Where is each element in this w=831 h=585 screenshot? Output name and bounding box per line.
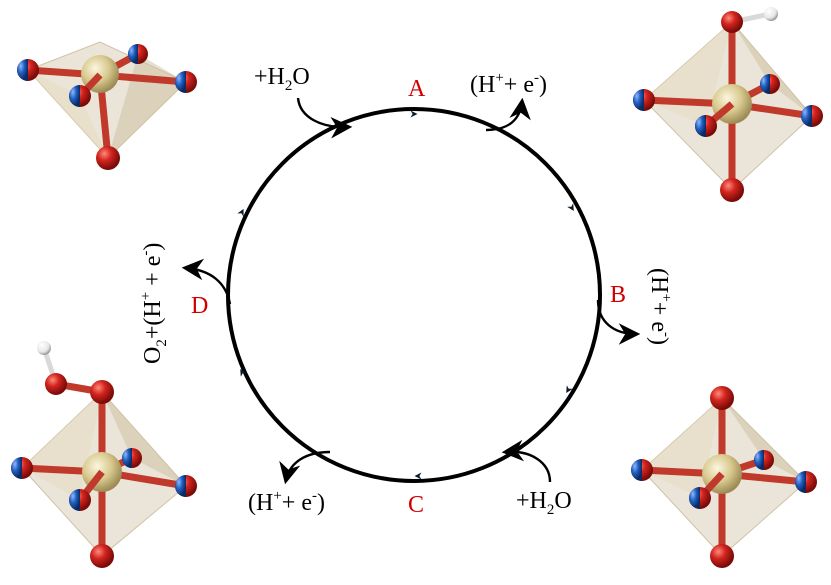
hydrogen-atom	[764, 7, 778, 21]
step-label-a: A	[408, 76, 426, 102]
structure-top-left	[17, 41, 197, 170]
arrow-out-bottom	[279, 450, 331, 485]
oxygen-atom	[710, 386, 734, 410]
reactant-h2o-top: +H2O	[254, 64, 310, 94]
step-label-c: C	[408, 492, 424, 518]
structure-bottom-right	[631, 386, 817, 568]
reactant-h2o-bottom: +H2O	[516, 488, 572, 518]
cycle	[226, 107, 602, 483]
product-proton-electron-bottom: (H++ e-)	[248, 488, 325, 516]
arrow-out-top	[485, 97, 531, 132]
step-label-b: B	[610, 282, 626, 308]
branch-arrows	[181, 97, 641, 485]
oxygen-atom	[96, 146, 120, 170]
hydrogen-atom	[37, 341, 51, 355]
arrow-out-right	[596, 299, 641, 345]
cycle-arrow-right-upper	[567, 203, 574, 212]
arrow-h2o-in-bottom	[501, 439, 552, 483]
structure-top-right	[633, 7, 823, 202]
product-proton-electron-top: (H++ e-)	[470, 70, 547, 98]
product-oxygen-proton-electron-left: O2+(H+ + e-)	[138, 243, 170, 364]
arrow-out-left	[181, 258, 232, 305]
product-proton-electron-right: (H++ e-)	[646, 268, 674, 345]
cycle-circle	[226, 107, 602, 483]
oxygen-atom	[90, 380, 114, 404]
oxygen-atom	[45, 373, 67, 395]
structure-bottom-left	[11, 341, 197, 568]
arrow-h2o-in-top	[296, 97, 353, 139]
step-label-d: D	[191, 293, 208, 319]
oxygen-atom	[721, 11, 743, 33]
